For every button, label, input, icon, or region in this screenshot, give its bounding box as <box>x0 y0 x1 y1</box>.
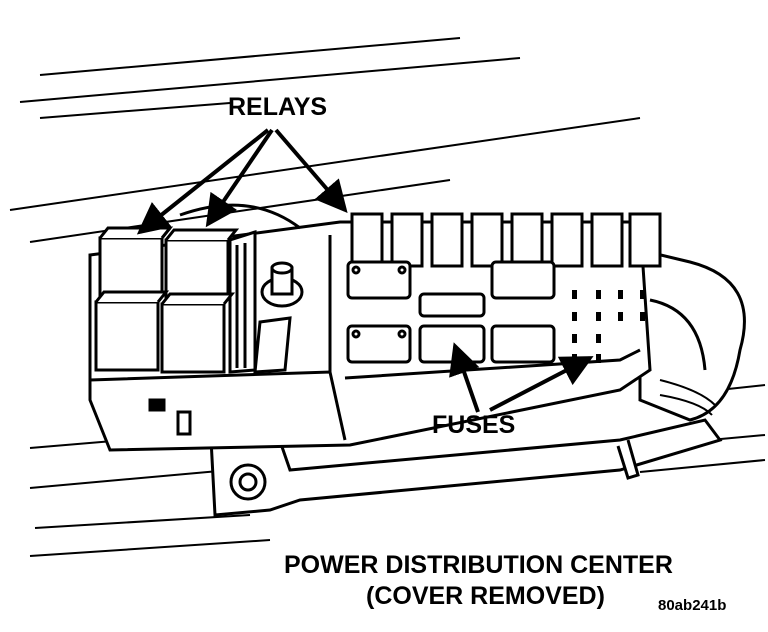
relay-row <box>350 212 662 268</box>
figure-id: 80ab241b <box>658 597 727 614</box>
relay <box>94 290 170 372</box>
relay <box>164 228 240 300</box>
relays-group <box>94 226 240 374</box>
figure-caption-title: POWER DISTRIBUTION CENTER <box>284 551 673 579</box>
relay <box>160 292 236 374</box>
figure-caption-subtitle: (COVER REMOVED) <box>366 582 605 610</box>
wiring-connector <box>638 248 746 422</box>
relays-arrows <box>136 128 348 235</box>
relay <box>98 226 174 298</box>
mounting-bracket <box>208 410 723 517</box>
fuses-arrows <box>449 342 594 413</box>
mounting-stud <box>253 261 304 374</box>
fuses-label: FUSES <box>432 411 516 439</box>
relays-label: RELAYS <box>228 93 328 121</box>
